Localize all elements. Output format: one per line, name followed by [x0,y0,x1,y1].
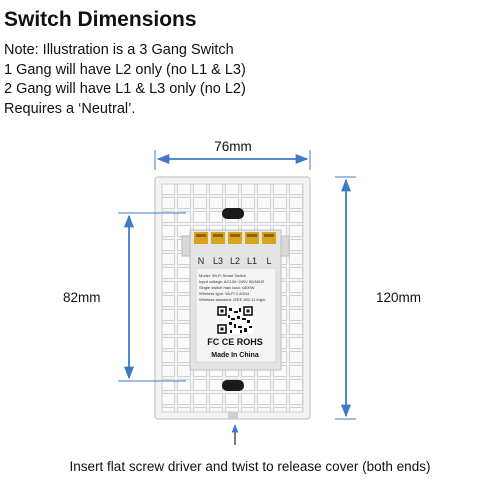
spec-line: Wireless standard: IEEE 802.11 b/g/n [199,297,265,302]
spec-line: Model: Wi-Fi Smart Switch [199,273,246,278]
terminal-screw [194,232,208,244]
spec-line: Single switch max load: ≤800W [199,285,255,290]
module-side-tab-left [181,235,191,257]
terminal-screw [245,232,259,244]
note-line: Note: Illustration is a 3 Gang Switch [4,42,234,58]
bottom-slot [222,380,244,391]
terminal-label: L3 [213,256,223,266]
spec-line: Input voltage: AC100~240V 50/60HZ [199,279,265,284]
page-title: Switch Dimensions [4,8,197,31]
terminal-label: N [198,256,205,266]
module-side-tab-right [280,235,290,257]
note-line: Requires a ‘Neutral’. [4,100,136,117]
made-in-label: Made In China [211,352,259,359]
spec-line: Wireless type: Wi-Fi 2.4GHz [199,291,249,296]
terminal-screws [194,232,276,244]
note-line: 1 Gang will have L2 only (no L1 & L3) [4,61,246,78]
terminal-label: L1 [247,256,257,266]
qr-code [217,306,253,334]
terminal-label: L2 [230,256,240,266]
cert-marks: FC CE ROHS [207,337,263,347]
terminal-screw [262,232,276,244]
release-notch [228,412,238,419]
width-dim-label: 76mm [214,139,252,154]
note-line: 2 Gang will have L1 & L3 only (no L2) [4,81,246,97]
outer-height-dim-label: 120mm [376,290,422,305]
terminal-screw [211,232,225,244]
terminal-screw [228,232,242,244]
notes-block: Note: Illustration is a 3 Gang Switch 1 … [4,41,246,119]
top-slot [222,208,244,219]
release-instruction: Insert flat screw driver and twist to re… [69,459,431,474]
terminal-label: L [266,256,271,266]
inner-height-dim-label: 82mm [63,290,101,305]
